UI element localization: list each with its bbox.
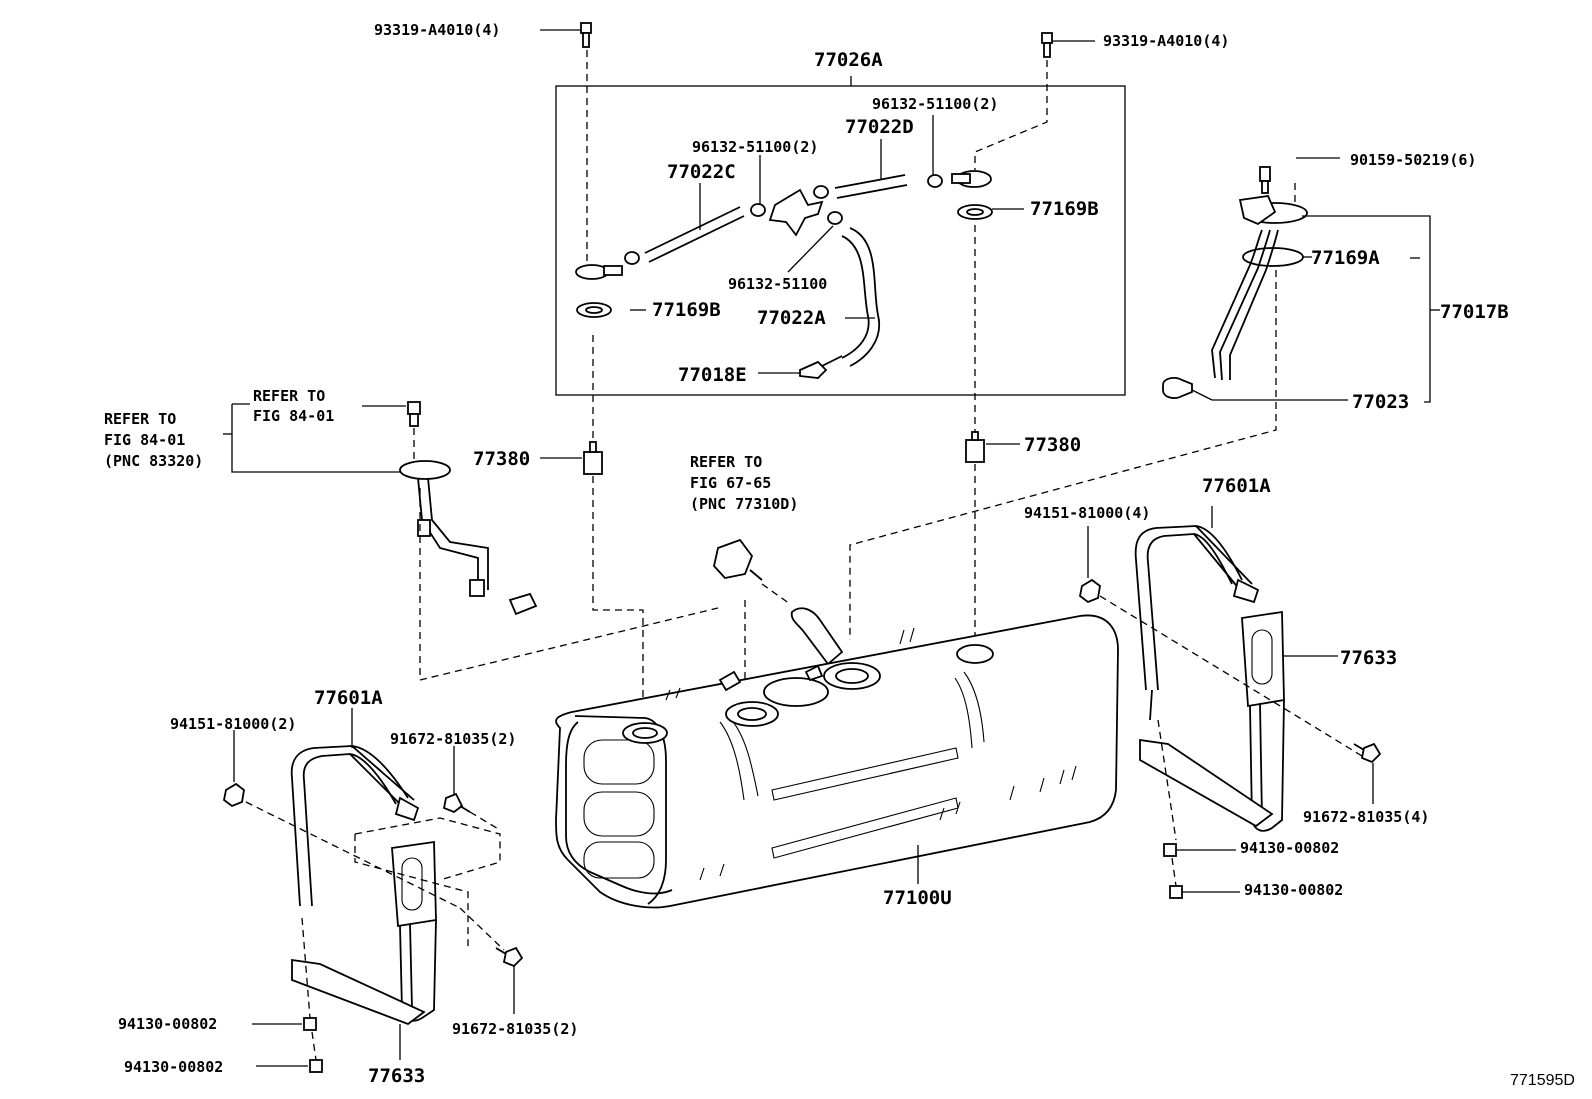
label-nut-left-1: 94130-00802 bbox=[118, 1015, 217, 1033]
label-valve-left: 77380 bbox=[473, 448, 530, 470]
bracket-77633-left bbox=[291, 840, 437, 1026]
label-screw-gauge: 90159-50219(6) bbox=[1350, 151, 1476, 169]
label-filter: 77023 bbox=[1352, 391, 1409, 413]
nut-left-2 bbox=[309, 1059, 323, 1073]
label-vent-e: 77018E bbox=[678, 364, 747, 386]
label-bolt-left-upper: 91672-81035(2) bbox=[390, 730, 516, 748]
label-pump-assy: 77017B bbox=[1440, 301, 1509, 323]
label-bolt-top-left: 93319-A4010(4) bbox=[374, 21, 500, 39]
label-box-title: 77026A bbox=[814, 49, 883, 71]
vent-hose-assembly-box bbox=[555, 76, 1126, 396]
valve-77380-right bbox=[965, 431, 985, 463]
label-bracket-left: 77633 bbox=[368, 1065, 425, 1087]
valve-77380-left bbox=[583, 441, 603, 475]
fuel-tank bbox=[555, 614, 1119, 909]
gasket-77169b-right bbox=[957, 204, 993, 220]
label-tank: 77100U bbox=[883, 887, 952, 909]
vent-fitting-left bbox=[575, 264, 623, 280]
bolt-left-lower bbox=[495, 946, 524, 968]
label-gasket-a: 77169A bbox=[1311, 247, 1380, 269]
bolt-top-left bbox=[540, 22, 592, 48]
tank-band-right bbox=[1134, 525, 1260, 691]
cushion-right bbox=[1079, 578, 1101, 604]
bolt-right bbox=[1353, 742, 1382, 764]
bolt-top-right bbox=[1041, 32, 1095, 58]
hose-77022c bbox=[644, 206, 745, 263]
label-nut-right-1: 94130-00802 bbox=[1240, 839, 1339, 857]
label-bolt-left-lower: 91672-81035(2) bbox=[452, 1020, 578, 1038]
label-bracket-right: 77633 bbox=[1340, 647, 1397, 669]
hose-77022a bbox=[841, 227, 881, 367]
nut-left-1 bbox=[303, 1017, 317, 1031]
label-cushion-left: 94151-81000(2) bbox=[170, 715, 296, 733]
label-hose-d: 77022D bbox=[845, 116, 914, 138]
ref-gauge-a2: FIG 84-01 bbox=[253, 407, 334, 425]
filler-cap bbox=[713, 538, 763, 581]
label-hose-c: 77022C bbox=[667, 161, 736, 183]
label-valve-right: 77380 bbox=[1024, 434, 1081, 456]
nut-right-2 bbox=[1169, 885, 1183, 899]
label-clip-single: 96132-51100 bbox=[728, 275, 827, 293]
label-cushion-right: 94151-81000(4) bbox=[1024, 504, 1150, 522]
label-clip-d: 96132-51100(2) bbox=[872, 95, 998, 113]
nut-right-1 bbox=[1163, 843, 1177, 857]
label-hose-a: 77022A bbox=[757, 307, 826, 329]
spacer-dashed-box bbox=[354, 817, 501, 948]
ref-filler-1: REFER TO bbox=[690, 453, 762, 471]
vent-77018e bbox=[799, 355, 843, 379]
ref-gauge-a1: REFER TO bbox=[253, 387, 325, 405]
hose-clips bbox=[624, 174, 943, 265]
cushion-left bbox=[223, 782, 245, 808]
label-bolt-right: 91672-81035(4) bbox=[1303, 808, 1429, 826]
hose-77022d bbox=[834, 174, 908, 199]
ref-gauge-b3: (PNC 83320) bbox=[104, 452, 203, 470]
label-band-left: 77601A bbox=[314, 687, 383, 709]
ref-gauge-b1: REFER TO bbox=[104, 410, 176, 428]
label-gasket-b-left: 77169B bbox=[652, 299, 721, 321]
gasket-77169b-left bbox=[576, 302, 612, 318]
reference-notes: REFER TO FIG 84-01 REFER TO FIG 84-01 (P… bbox=[104, 387, 798, 513]
part-labels: 93319-A4010(4) 93319-A4010(4) 77026A 961… bbox=[118, 21, 1509, 1087]
diagram-id: 771595D bbox=[1510, 1072, 1575, 1089]
fuel-gauge-sender bbox=[399, 401, 538, 616]
label-gasket-b-right: 77169B bbox=[1030, 198, 1099, 220]
vent-fitting-right bbox=[951, 170, 992, 188]
ref-gauge-b2: FIG 84-01 bbox=[104, 431, 185, 449]
label-bolt-top-right: 93319-A4010(4) bbox=[1103, 32, 1229, 50]
label-nut-left-2: 94130-00802 bbox=[124, 1058, 223, 1076]
label-band-right: 77601A bbox=[1202, 475, 1271, 497]
three-way-joint bbox=[768, 188, 824, 237]
fuel-pump-assembly bbox=[1162, 166, 1308, 399]
filler-pipe bbox=[790, 607, 844, 666]
bolt-left-upper bbox=[442, 792, 471, 814]
ref-filler-3: (PNC 77310D) bbox=[690, 495, 798, 513]
bracket-77633-right bbox=[1139, 610, 1285, 832]
label-nut-right-2: 94130-00802 bbox=[1244, 881, 1343, 899]
ref-filler-2: FIG 67-65 bbox=[690, 474, 771, 492]
label-clip-c: 96132-51100(2) bbox=[692, 138, 818, 156]
